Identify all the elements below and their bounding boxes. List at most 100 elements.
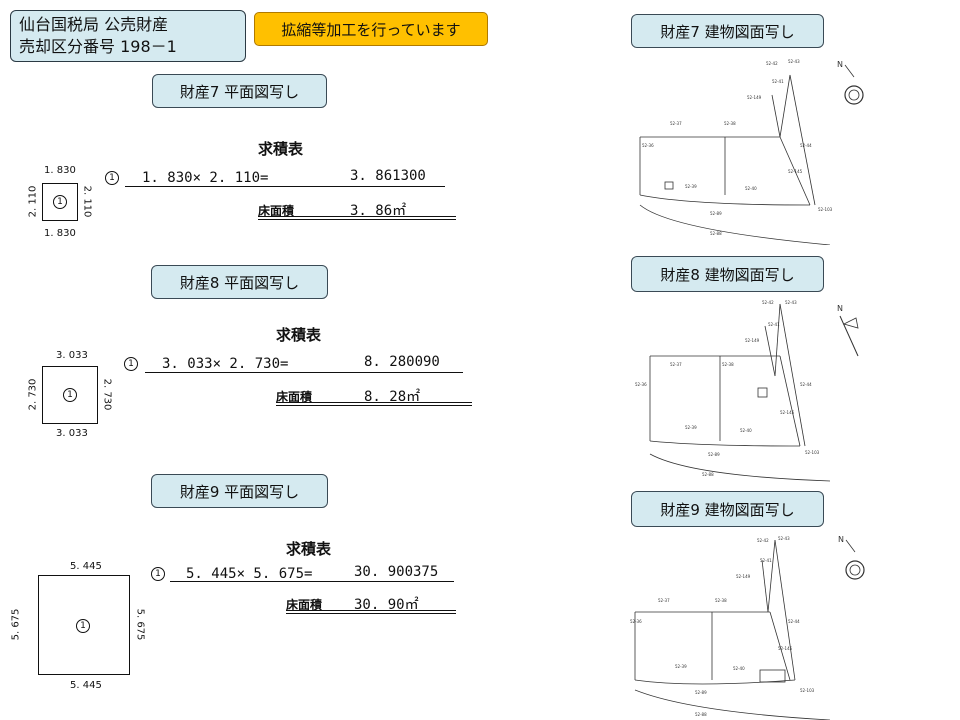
floor-plan-label-7: 財産7 平面図写し bbox=[152, 74, 327, 108]
map-label: 52-103 bbox=[800, 688, 815, 693]
building-plan-label-text: 財産9 建物図面写し bbox=[660, 500, 795, 519]
map-label: 52-41 bbox=[768, 322, 780, 327]
processing-notice-badge: 拡縮等加工を行っています bbox=[254, 12, 488, 46]
map-label: 52-36 bbox=[635, 382, 647, 387]
building-map-8: 52-42 52-43 52-41 52-149 52-37 52-38 52-… bbox=[635, 300, 859, 482]
calc-result: 30. 900375 bbox=[354, 564, 439, 580]
floor-plan-rect bbox=[38, 575, 130, 675]
map-label: 52-149 bbox=[747, 95, 762, 100]
map-label: 52-42 bbox=[762, 300, 774, 305]
map-label: 52-44 bbox=[788, 619, 800, 624]
calc-underline bbox=[170, 581, 454, 582]
dim-bottom: 5. 445 bbox=[70, 680, 102, 691]
calc-table-title: 求積表 bbox=[286, 540, 332, 558]
floor-plan-label-9: 財産9 平面図写し bbox=[151, 474, 328, 508]
map-label: 52-145 bbox=[788, 169, 803, 174]
compass-icon: N bbox=[837, 304, 859, 357]
floor-plan-label-text: 財産9 平面図写し bbox=[179, 482, 300, 501]
floor-area-label: 床面積 bbox=[276, 390, 313, 404]
map-label: 52-89 bbox=[710, 211, 722, 216]
dim-bottom: 3. 033 bbox=[56, 428, 88, 439]
building-map-9: 52-42 52-43 52-41 52-149 52-37 52-38 52-… bbox=[630, 535, 865, 720]
area-underline-1 bbox=[258, 216, 456, 217]
map-label: 52-145 bbox=[778, 646, 793, 651]
map-label: 52-42 bbox=[766, 61, 778, 66]
dim-top: 1. 830 bbox=[44, 165, 76, 176]
map-label: 52-37 bbox=[670, 121, 682, 126]
building-plan-label-8: 財産8 建物図面写し bbox=[631, 256, 824, 292]
map-label: 52-39 bbox=[675, 664, 687, 669]
map-label: 52-43 bbox=[788, 59, 800, 64]
map-label: 52-149 bbox=[745, 338, 760, 343]
map-label: 52-36 bbox=[630, 619, 642, 624]
compass-icon: N bbox=[838, 535, 865, 580]
unit-marker: 1 bbox=[105, 171, 119, 185]
map-label: 52-43 bbox=[778, 536, 790, 541]
compass-icon: N bbox=[837, 60, 864, 105]
floor-area-value: 30. 90㎡ bbox=[354, 597, 419, 613]
calc-table-title: 求積表 bbox=[258, 140, 304, 158]
north-label: N bbox=[837, 304, 843, 313]
calc-expression: 1. 830× 2. 110= bbox=[142, 170, 269, 186]
map-label: 52-88 bbox=[695, 712, 707, 717]
north-label: N bbox=[838, 535, 844, 544]
floor-plan-marker: 1 bbox=[53, 195, 67, 209]
map-label: 52-149 bbox=[736, 574, 751, 579]
calc-expression: 5. 445× 5. 675= bbox=[186, 566, 313, 582]
dim-top: 3. 033 bbox=[56, 350, 88, 361]
building-map-7: 52-42 52-43 52-41 52-149 52-37 52-38 52-… bbox=[639, 59, 864, 245]
building-plan-label-7: 財産7 建物図面写し bbox=[631, 14, 824, 48]
processing-notice-text: 拡縮等加工を行っています bbox=[281, 20, 461, 39]
calc-table-title: 求積表 bbox=[276, 326, 322, 344]
floor-area-label: 床面積 bbox=[258, 204, 295, 218]
document-title-box: 仙台国税局 公売財産 売却区分番号 198－1 bbox=[10, 10, 246, 62]
map-label: 52-103 bbox=[818, 207, 833, 212]
floor-plan-rect bbox=[42, 366, 98, 424]
map-label: 52-38 bbox=[724, 121, 736, 126]
map-label: 52-36 bbox=[642, 143, 654, 148]
calc-underline bbox=[145, 372, 463, 373]
map-label: 52-89 bbox=[695, 690, 707, 695]
building-plan-label-text: 財産7 建物図面写し bbox=[660, 22, 795, 41]
map-label: 52-43 bbox=[785, 300, 797, 305]
floor-plan-label-text: 財産7 平面図写し bbox=[179, 82, 300, 101]
unit-marker: 1 bbox=[151, 567, 165, 581]
dim-bottom: 1. 830 bbox=[44, 228, 76, 239]
dim-top: 5. 445 bbox=[70, 561, 102, 572]
dim-left: 2. 110 bbox=[27, 185, 39, 218]
floor-plan-rect bbox=[42, 183, 78, 221]
map-label: 52-88 bbox=[710, 231, 722, 236]
map-label: 52-38 bbox=[715, 598, 727, 603]
map-label: 52-40 bbox=[745, 186, 757, 191]
area-underline-2 bbox=[276, 405, 472, 406]
floor-area-value: 8. 28㎡ bbox=[364, 389, 421, 405]
floor-plan-marker: 1 bbox=[76, 619, 90, 633]
document-title-line2: 売却区分番号 198－1 bbox=[19, 37, 177, 56]
map-label: 52-42 bbox=[757, 538, 769, 543]
map-label: 52-39 bbox=[685, 184, 697, 189]
area-underline-1 bbox=[286, 610, 456, 611]
calc-underline bbox=[125, 186, 445, 187]
dim-right: 2. 110 bbox=[81, 185, 93, 218]
area-underline-2 bbox=[286, 613, 456, 614]
map-label: 52-41 bbox=[772, 79, 784, 84]
area-underline-2 bbox=[258, 219, 456, 220]
area-underline-1 bbox=[276, 402, 472, 403]
map-label: 52-89 bbox=[708, 452, 720, 457]
floor-area-label: 床面積 bbox=[286, 598, 323, 612]
dim-left: 2. 730 bbox=[27, 378, 39, 411]
map-label: 52-88 bbox=[702, 472, 714, 477]
map-label: 52-145 bbox=[780, 410, 795, 415]
map-label: 52-103 bbox=[805, 450, 820, 455]
map-label: 52-40 bbox=[740, 428, 752, 433]
map-label: 52-40 bbox=[733, 666, 745, 671]
map-label: 52-39 bbox=[685, 425, 697, 430]
document-title-line1: 仙台国税局 公売財産 bbox=[19, 15, 169, 34]
building-plan-label-text: 財産8 建物図面写し bbox=[660, 265, 795, 284]
unit-marker: 1 bbox=[124, 357, 138, 371]
map-label: 52-44 bbox=[800, 382, 812, 387]
map-label: 52-44 bbox=[800, 143, 812, 148]
calc-result: 3. 861300 bbox=[350, 168, 426, 184]
dim-right: 2. 730 bbox=[101, 378, 113, 411]
floor-area-value: 3. 86㎡ bbox=[350, 203, 407, 219]
